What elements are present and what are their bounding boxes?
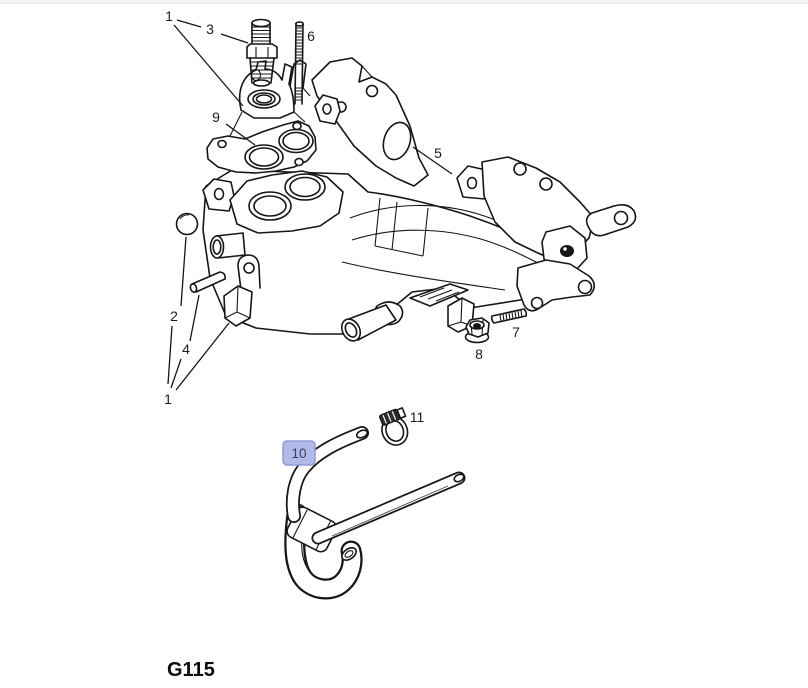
fitting-part-3 <box>246 18 278 87</box>
ball-part-2 <box>175 212 199 236</box>
nut-part-8 <box>464 317 490 344</box>
hose-part-10 <box>284 426 466 600</box>
callout-6[interactable]: 6 <box>307 28 315 44</box>
highlight-chip[interactable] <box>282 440 316 466</box>
callout-5[interactable]: 5 <box>434 145 442 161</box>
intake-manifold-drawing <box>202 57 637 342</box>
pin-part-4 <box>189 271 226 293</box>
leader-lines <box>167 19 453 391</box>
callout-8[interactable]: 8 <box>475 346 483 362</box>
stud-part-7 <box>490 308 528 324</box>
callout-1-bottom[interactable]: 1 <box>164 391 172 407</box>
callout-9[interactable]: 9 <box>212 109 220 125</box>
stud-part-6 <box>294 21 305 105</box>
selected-part-highlight[interactable]: 10 <box>282 440 316 466</box>
callout-7[interactable]: 7 <box>512 324 520 340</box>
hose-clamp-part-11 <box>379 407 409 446</box>
callout-2[interactable]: 2 <box>170 308 178 324</box>
top-divider <box>0 0 808 4</box>
callout-1-top[interactable]: 1 <box>165 8 173 24</box>
callout-3[interactable]: 3 <box>206 21 214 37</box>
callout-11[interactable]: 11 <box>410 409 425 425</box>
figure-code: G115 <box>167 659 215 681</box>
callout-4[interactable]: 4 <box>182 341 190 357</box>
callout-10-selected[interactable]: 10 <box>291 446 306 461</box>
